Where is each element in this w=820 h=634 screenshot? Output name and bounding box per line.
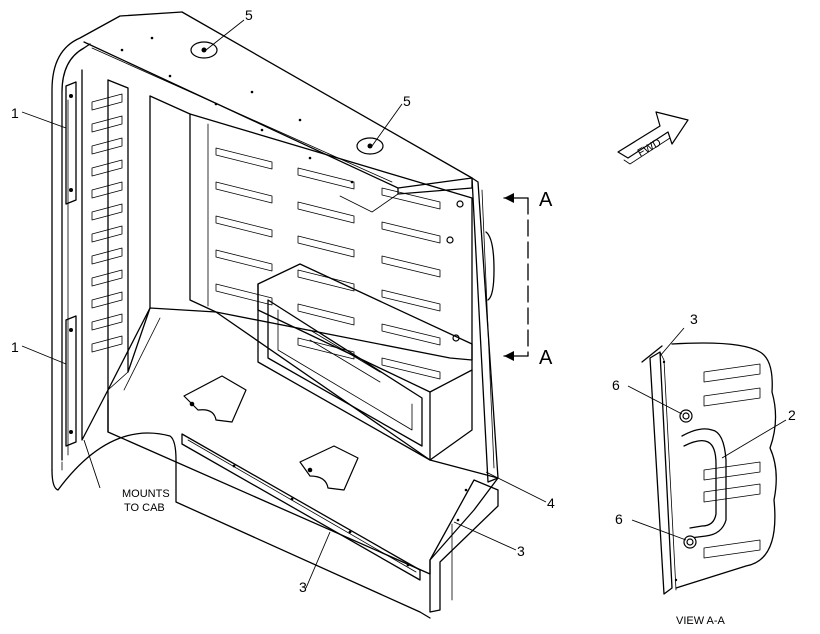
rear-grille-slots <box>215 147 441 380</box>
top-panel-rivets <box>120 36 354 184</box>
rear-slot <box>215 283 273 306</box>
top-panel <box>83 11 473 189</box>
rear-slot <box>297 337 355 360</box>
callout-4: 4 <box>547 495 555 511</box>
rear-slot <box>215 215 273 238</box>
left-outer-frame <box>51 11 183 471</box>
radiator-guard-assembly <box>51 11 499 619</box>
rear-slot <box>381 187 441 210</box>
section-label-top: A <box>539 189 553 211</box>
right-corner-post <box>429 479 499 613</box>
callout-5-mid: 5 <box>403 93 411 109</box>
left-slot <box>91 93 123 111</box>
rear-slot <box>381 357 441 380</box>
floor-panel <box>107 307 499 575</box>
callout-1-upper: 1 <box>11 105 19 121</box>
section-line-a-a <box>503 193 529 361</box>
leader-lines <box>21 19 787 589</box>
left-slot <box>91 335 123 353</box>
detail-handle <box>681 428 727 539</box>
left-grille-slots <box>91 93 123 353</box>
view-a-a-detail <box>641 342 777 595</box>
left-slot <box>91 203 123 221</box>
callout-3-right: 3 <box>517 543 525 559</box>
fwd-arrow: FWD <box>617 111 689 165</box>
detail-slot <box>703 539 761 559</box>
detail-grille-slots <box>703 363 761 559</box>
left-slot <box>91 181 123 199</box>
left-mount-plates <box>65 81 77 447</box>
detail-panel-outline <box>671 342 777 589</box>
left-slot <box>91 137 123 155</box>
callout-6-upper: 6 <box>612 377 620 393</box>
left-slot <box>91 269 123 287</box>
callout-5-top: 5 <box>245 7 253 23</box>
right-side-frame <box>471 177 499 483</box>
left-slot <box>91 247 123 265</box>
section-label-bottom: A <box>539 347 553 369</box>
rear-slot <box>381 323 441 346</box>
rear-slot <box>297 269 355 292</box>
rear-slot <box>381 289 441 312</box>
callout-3-bottom: 3 <box>299 579 307 595</box>
callout-1-lower: 1 <box>11 339 19 355</box>
rear-slot <box>297 303 355 326</box>
left-slot <box>91 291 123 309</box>
rear-slot <box>381 255 441 278</box>
rear-slot <box>381 221 441 244</box>
detail-slot <box>703 483 761 503</box>
detail-slot <box>703 387 761 407</box>
left-side-wall <box>81 69 109 441</box>
center-duct <box>257 263 473 461</box>
view-caption: VIEW A-A <box>676 615 726 627</box>
rear-slot <box>215 249 273 272</box>
left-slot <box>91 115 123 133</box>
left-slot <box>91 225 123 243</box>
mounts-label-line2: TO CAB <box>124 502 165 514</box>
left-slot <box>91 159 123 177</box>
left-outer-frame-inner <box>61 43 91 461</box>
detail-side-plate <box>649 351 673 595</box>
callout-3-view: 3 <box>690 311 698 327</box>
rear-slot <box>215 147 273 170</box>
rear-slot <box>297 167 355 190</box>
rear-panel <box>189 113 473 361</box>
rear-slot <box>297 235 355 258</box>
floor-brackets <box>183 375 359 491</box>
left-slot <box>91 313 123 331</box>
callout-6-lower: 6 <box>615 511 623 527</box>
mounts-label-line1: MOUNTS <box>122 488 170 500</box>
lower-cab-skin <box>51 432 431 619</box>
detail-slot <box>703 363 761 383</box>
rear-slot <box>215 181 273 204</box>
rear-slot <box>297 201 355 224</box>
callout-2-view: 2 <box>788 407 796 423</box>
detail-slot <box>703 461 761 481</box>
front-sill <box>181 433 421 581</box>
